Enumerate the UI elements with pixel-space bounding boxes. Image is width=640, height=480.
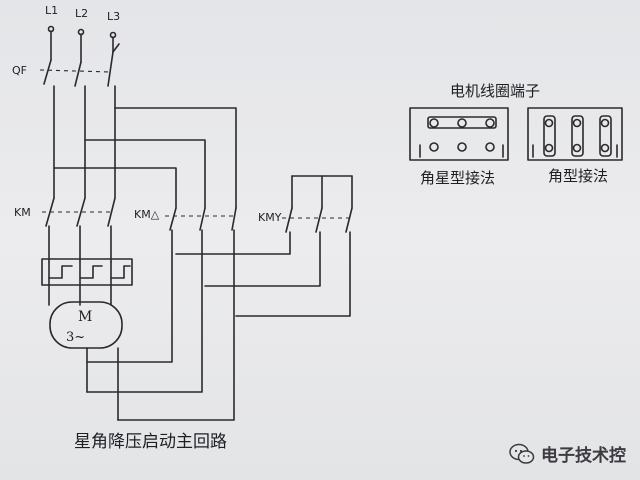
delta-link-3 [599,115,612,157]
km-contact-2 [76,197,86,227]
kmd-contact-1 [169,207,177,231]
wire-branch-a [53,167,177,209]
wire-star-1 [175,231,291,255]
contactor-star-label: KMY [258,211,282,224]
breaker-label: QF [12,64,27,77]
terminal-title: 电机线圈端子 [450,82,540,100]
kmy-contact-2 [315,207,323,233]
qf-linkage [39,69,113,73]
thermal-element-3 [110,261,131,279]
motor-body [49,301,123,349]
star-terminal-top-2 [457,118,467,128]
delta-terminal-top-3 [600,118,610,128]
wire-branch-c [114,107,237,209]
qf-contact-1 [43,59,52,85]
phase-label-l3: L3 [107,10,120,23]
qf-contact-3 [107,51,114,87]
delta-terminal-top-2 [572,118,582,128]
delta-link-1 [543,115,556,157]
star-terminal-bottom-2 [457,142,467,152]
motor-letter: M [78,309,92,325]
wechat-icon [509,443,535,464]
delta-terminal-top-1 [544,118,554,128]
watermark-text: 电子技术控 [541,446,626,466]
qf-mark [112,43,120,53]
star-terminal-bottom-1 [429,142,439,152]
wire-delta-1 [86,229,173,363]
wire-star-2 [204,231,321,287]
star-terminal-bottom-3 [485,142,495,152]
star-connection-caption: 角星型接法 [420,169,495,187]
thermal-relay-box [41,258,133,286]
phase-label-l1: L1 [45,4,58,17]
delta-terminal-bottom-3 [600,143,610,153]
km-contact-3 [107,197,116,227]
delta-terminal-bottom-1 [544,143,554,153]
watermark: 电子技术控 [509,441,626,466]
contactor-delta-label: KM△ [134,208,160,221]
delta-link-2 [571,115,584,157]
delta-connection-caption: 角型接法 [548,167,608,185]
contactor-main-label: KM [14,206,31,219]
diagram-title: 星角降压启动主回路 [74,432,227,452]
thermal-element-1 [48,261,73,279]
kmd-contact-3 [231,207,237,231]
wire-star-3 [235,231,351,317]
kmy-contact-1 [285,207,293,233]
wire-delta-3 [117,229,235,421]
star-link-bar [427,116,497,129]
phase-label-l2: L2 [75,7,88,20]
qf-contact-2 [74,61,82,87]
kmd-contact-2 [199,207,206,231]
star-terminal-top-3 [485,118,495,128]
thermal-element-2 [79,261,103,279]
star-terminal-top-1 [429,118,439,128]
delta-terminal-box [527,107,623,161]
star-terminal-box [409,107,509,161]
wire-delta-2 [86,229,203,393]
motor-phase: 3~ [66,330,85,345]
wire-branch-b [84,139,206,209]
delta-terminal-bottom-2 [572,143,582,153]
kmy-contact-3 [345,207,353,233]
